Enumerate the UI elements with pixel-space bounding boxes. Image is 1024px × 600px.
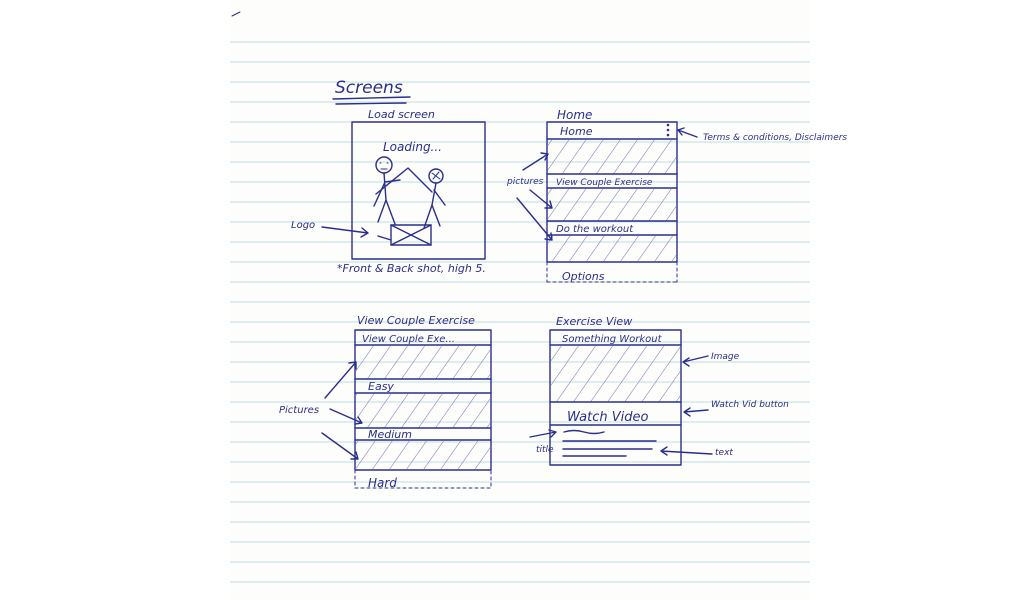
- home-picture-1: [548, 140, 676, 174]
- vc-picture-1: [356, 346, 490, 379]
- image-note-arrow: [682, 355, 709, 367]
- home-frame: [546, 121, 678, 263]
- vc-item-medium: Medium: [368, 428, 412, 441]
- text-note-arrow: [660, 446, 713, 456]
- load-screen-wireframe: Load screen Loading... Logo *Front & Bac…: [291, 108, 486, 275]
- watch-video-button: Watch Video: [567, 410, 648, 425]
- pictures-arrow-3: [516, 197, 553, 241]
- home-bar-label: Home: [560, 125, 593, 138]
- home-screen-wireframe: Home Home View Couple Exercise Do the wo…: [506, 108, 847, 283]
- image-note: Image: [711, 352, 740, 362]
- title-note: title: [536, 445, 554, 455]
- vc-item-hard: Hard: [368, 476, 397, 490]
- home-picture-3: [548, 236, 676, 261]
- menu-arrow: [677, 127, 698, 138]
- vc-arrow-2: [329, 408, 363, 425]
- button-note: Watch Vid button: [711, 400, 789, 410]
- logo-label: Logo: [291, 220, 315, 231]
- menu-note: Terms & conditions, Disclaimers: [703, 133, 847, 143]
- heading-underline: [332, 96, 411, 105]
- view-couple-wireframe: View Couple Exercise View Couple Exe... …: [279, 314, 492, 490]
- ruled-lines: [230, 41, 810, 583]
- view-couple-title: View Couple Exercise: [357, 314, 475, 327]
- vc-picture-2: [356, 394, 490, 428]
- vc-item-easy: Easy: [368, 380, 394, 393]
- logo-drawing: [373, 156, 446, 246]
- title-note-arrow: [529, 429, 557, 438]
- pictures-arrow-2: [529, 189, 553, 209]
- vc-arrow-3: [321, 432, 359, 460]
- load-screen-title: Load screen: [368, 108, 435, 121]
- exercise-image: [551, 346, 680, 402]
- stray-mark: [231, 11, 241, 17]
- load-screen-frame: [351, 121, 486, 260]
- heading: Screens: [335, 78, 403, 98]
- exercise-text-lines: [562, 440, 657, 457]
- notebook-paper: [230, 0, 810, 600]
- button-note-arrow: [683, 407, 709, 417]
- pictures-arrow-1: [522, 152, 549, 171]
- view-couple-frame: [354, 329, 492, 471]
- load-note-line: *Front & Back shot, high 5.: [337, 262, 486, 275]
- home-item-options: Options: [562, 270, 605, 283]
- view-couple-bar-label: View Couple Exe...: [362, 334, 455, 345]
- exercise-view-wireframe: Exercise View Something Workout Watch Vi…: [529, 315, 789, 466]
- home-pictures-label: pictures: [506, 177, 544, 187]
- exercise-bar-label: Something Workout: [562, 334, 663, 345]
- text-note: text: [715, 448, 733, 458]
- vc-pictures-label: Pictures: [279, 405, 319, 416]
- exercise-view-title: Exercise View: [556, 315, 632, 328]
- home-title: Home: [557, 108, 592, 122]
- logo-arrow: [321, 226, 369, 238]
- vc-picture-3: [356, 441, 490, 469]
- home-item-view: View Couple Exercise: [556, 178, 653, 188]
- home-item-do: Do the workout: [556, 224, 634, 235]
- loading-text: Loading...: [383, 140, 442, 154]
- home-picture-2: [548, 189, 676, 221]
- exercise-title-squiggle: [563, 429, 605, 435]
- exercise-view-frame: [549, 329, 682, 466]
- vc-arrow-1: [324, 361, 357, 399]
